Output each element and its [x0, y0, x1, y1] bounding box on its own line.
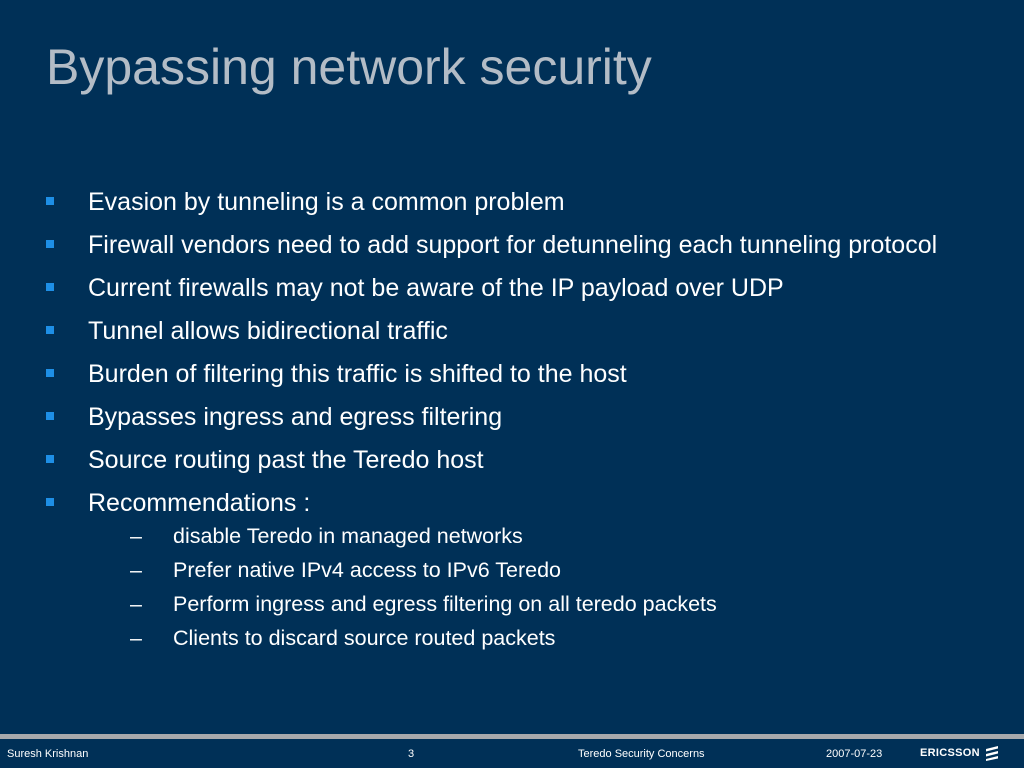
square-bullet-icon: [46, 369, 54, 377]
bullet-text: Burden of filtering this traffic is shif…: [88, 360, 627, 388]
footer-page-number: 3: [408, 748, 415, 760]
bullet-text: Recommendations :: [88, 489, 311, 517]
bullet-item: Bypasses ingress and egress filtering: [44, 401, 944, 434]
bullet-text: Evasion by tunneling is a common problem: [88, 188, 565, 216]
logo-wordmark: ERICSSON: [920, 747, 980, 759]
slide-footer: Suresh Krishnan 3 Teredo Security Concer…: [0, 739, 1024, 768]
bullet-item: Burden of filtering this traffic is shif…: [44, 358, 944, 391]
sub-bullet-item: – Prefer native IPv4 access to IPv6 Tere…: [88, 556, 944, 585]
square-bullet-icon: [46, 455, 54, 463]
sub-bullet-item: – Perform ingress and egress filtering o…: [88, 590, 944, 619]
bullet-text: Current firewalls may not be aware of th…: [88, 274, 784, 302]
footer-author: Suresh Krishnan: [7, 748, 89, 760]
dash-bullet: –: [130, 592, 142, 616]
slide-title: Bypassing network security: [46, 39, 652, 95]
ericsson-logo: ERICSSON: [920, 745, 999, 761]
sub-bullet-text: Prefer native IPv4 access to IPv6 Teredo: [173, 558, 561, 582]
bullet-item: Firewall vendors need to add support for…: [44, 229, 944, 262]
bullet-text: Bypasses ingress and egress filtering: [88, 403, 503, 431]
square-bullet-icon: [46, 240, 54, 248]
bullet-item: Source routing past the Teredo host: [44, 444, 944, 477]
sub-bullet-item: – disable Teredo in managed networks: [88, 522, 944, 551]
square-bullet-icon: [46, 283, 54, 291]
bullet-text: Source routing past the Teredo host: [88, 446, 484, 474]
bullet-item: Current firewalls may not be aware of th…: [44, 272, 944, 305]
square-bullet-icon: [46, 498, 54, 506]
sub-bullet-text: Clients to discard source routed packets: [173, 626, 556, 650]
sub-bullet-item: – Clients to discard source routed packe…: [88, 624, 944, 653]
bullet-item: Evasion by tunneling is a common problem: [44, 186, 944, 219]
dash-bullet: –: [130, 558, 142, 582]
sub-bullet-list: – disable Teredo in managed networks – P…: [88, 522, 944, 653]
bullet-item: Tunnel allows bidirectional traffic: [44, 315, 944, 348]
square-bullet-icon: [46, 197, 54, 205]
footer-date: 2007-07-23: [826, 748, 883, 760]
bullet-text: Firewall vendors need to add support for…: [88, 231, 938, 259]
sub-bullet-text: disable Teredo in managed networks: [173, 524, 523, 548]
bullet-item-recommendations: Recommendations : – disable Teredo in ma…: [44, 487, 944, 653]
bullet-list: Evasion by tunneling is a common problem…: [44, 186, 944, 663]
dash-bullet: –: [130, 626, 142, 650]
ericsson-logo-icon: [985, 746, 998, 761]
footer-subject: Teredo Security Concerns: [578, 748, 705, 760]
square-bullet-icon: [46, 326, 54, 334]
bullet-text: Tunnel allows bidirectional traffic: [88, 317, 448, 345]
square-bullet-icon: [46, 412, 54, 420]
dash-bullet: –: [130, 524, 142, 548]
sub-bullet-text: Perform ingress and egress filtering on …: [173, 592, 717, 616]
footer-divider: [0, 734, 1024, 739]
